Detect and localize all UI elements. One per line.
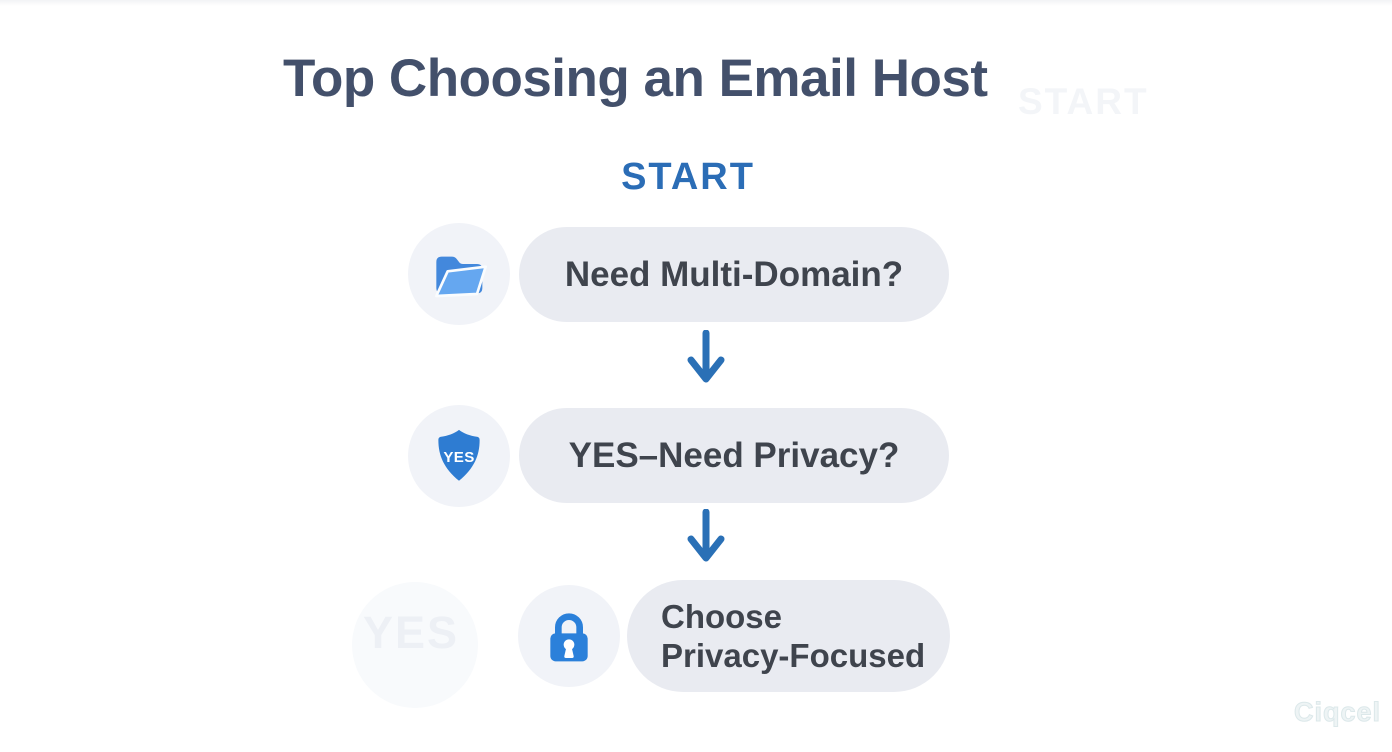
top-hairline [0, 0, 1392, 6]
node-label-line1: Choose [661, 598, 783, 635]
watermark-yes: YES [363, 607, 460, 658]
down-arrow-icon [687, 509, 725, 562]
node-label: YES–Need Privacy? [568, 435, 900, 475]
watermark-blob [352, 582, 478, 708]
folder-open-icon [435, 256, 487, 298]
node-icon-circle: YES [408, 405, 510, 507]
node-label: Need Multi-Domain? [564, 254, 904, 294]
flow-node-pill: Need Multi-Domain? [519, 227, 949, 322]
lock-icon [550, 613, 588, 662]
watermark-start: START [1018, 81, 1149, 122]
page-title: Top Choosing an Email Host [283, 49, 988, 108]
node-label: Choose Privacy-Focused [661, 597, 925, 675]
flow-node-pill: Choose Privacy-Focused [627, 580, 950, 692]
start-label: START [621, 156, 755, 198]
shield-badge-text: YES [443, 449, 474, 466]
flow-node-pill: YES–Need Privacy? [519, 408, 949, 503]
node-icon-circle [518, 585, 620, 687]
shield-yes-icon: YES [438, 429, 480, 481]
down-arrow-icon [687, 330, 725, 383]
watermark-logo: Ciqcel [1293, 697, 1382, 728]
node-label-line2: Privacy-Focused [661, 637, 926, 674]
node-icon-circle [408, 223, 510, 325]
